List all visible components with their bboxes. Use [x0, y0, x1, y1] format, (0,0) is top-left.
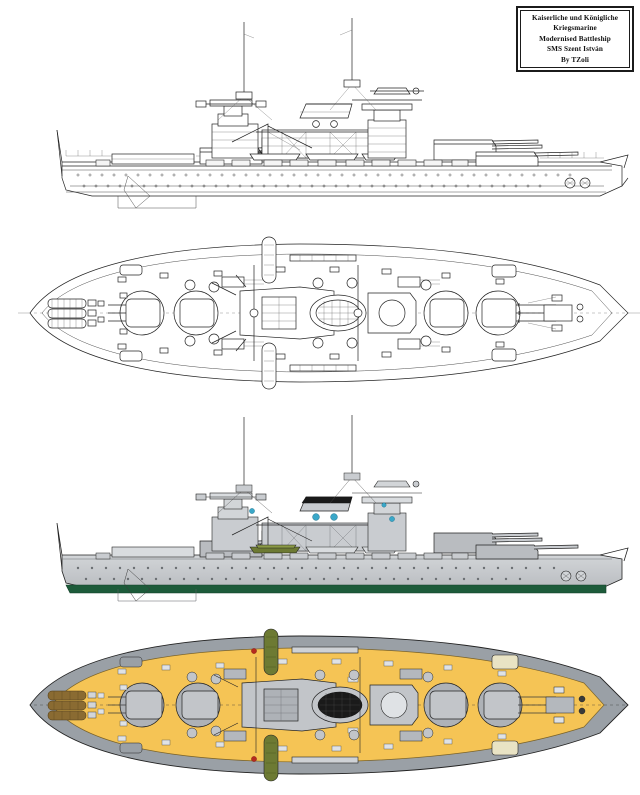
view-profile-line [0, 0, 640, 215]
color-profile-crane [231, 516, 313, 551]
title-line-navy-2: Kriegsmarine [553, 24, 597, 33]
plan-line-stern-fittings [527, 294, 584, 332]
profile-line-foremast [217, 22, 273, 121]
title-line-navy-1: Kaiserliche und Königliche [531, 13, 619, 22]
color-profile-aft-superstructure [352, 480, 422, 552]
plan-line-superstructure [211, 274, 417, 352]
color-profile-portholes [76, 566, 556, 581]
plan-line-turret-a [47, 298, 97, 329]
plan-line-masts [249, 265, 363, 361]
color-profile-hull-detail [117, 568, 197, 602]
color-plan-stern-fittings [545, 686, 586, 724]
profile-line-forward-superstructure [195, 99, 267, 159]
color-profile-funnels [299, 496, 353, 521]
color-profile-forward-superstructure [195, 492, 267, 552]
color-profile-foremast [217, 417, 273, 514]
profile-line-funnels [299, 103, 353, 128]
profile-line-aft-superstructure [352, 87, 424, 159]
color-profile-forward-deck [95, 546, 195, 560]
color-plan-superstructure [213, 674, 419, 736]
profile-line-portholes [76, 173, 572, 188]
color-plan-aa-mounts [186, 669, 434, 741]
title-line-ship: SMS Szent István [547, 45, 603, 54]
color-plan-masts [255, 657, 361, 753]
color-profile-anchors [560, 570, 587, 582]
view-profile-color [0, 415, 640, 610]
profile-line-hull [56, 129, 629, 197]
profile-line-hull-detail [117, 175, 197, 209]
view-plan-color [0, 615, 640, 795]
title-block: Kaiserliche und Königliche Kriegsmarine … [516, 6, 634, 72]
plan-line-aa-mounts [184, 277, 432, 349]
plan-line-boats [261, 236, 357, 390]
title-line-author: By TZoli [560, 55, 590, 64]
profile-line-forward-deck [95, 153, 195, 167]
profile-line-railing [65, 150, 604, 159]
color-plan-turret-a [47, 690, 97, 721]
color-plan-boats [251, 628, 519, 782]
profile-line-mainmast [329, 18, 377, 111]
color-profile-secondary-guns [205, 552, 469, 560]
title-line-type: Modernised Battleship [539, 34, 611, 43]
plan-line-sponsons [119, 264, 517, 362]
view-plan-line [0, 225, 640, 400]
color-plan-sponsons [119, 656, 143, 754]
color-profile-mainmast [329, 415, 377, 504]
color-profile-hull [56, 522, 629, 594]
profile-line-anchors [564, 177, 591, 189]
plan-line-barbettes [108, 290, 558, 336]
profile-line-crane [231, 123, 313, 158]
color-plan-secondary-mounts [223, 668, 423, 742]
color-plan-turrets [108, 682, 558, 728]
title-block-inner: Kaiserliche und Königliche Kriegsmarine … [520, 10, 630, 68]
profile-line-secondary-guns [205, 159, 469, 167]
